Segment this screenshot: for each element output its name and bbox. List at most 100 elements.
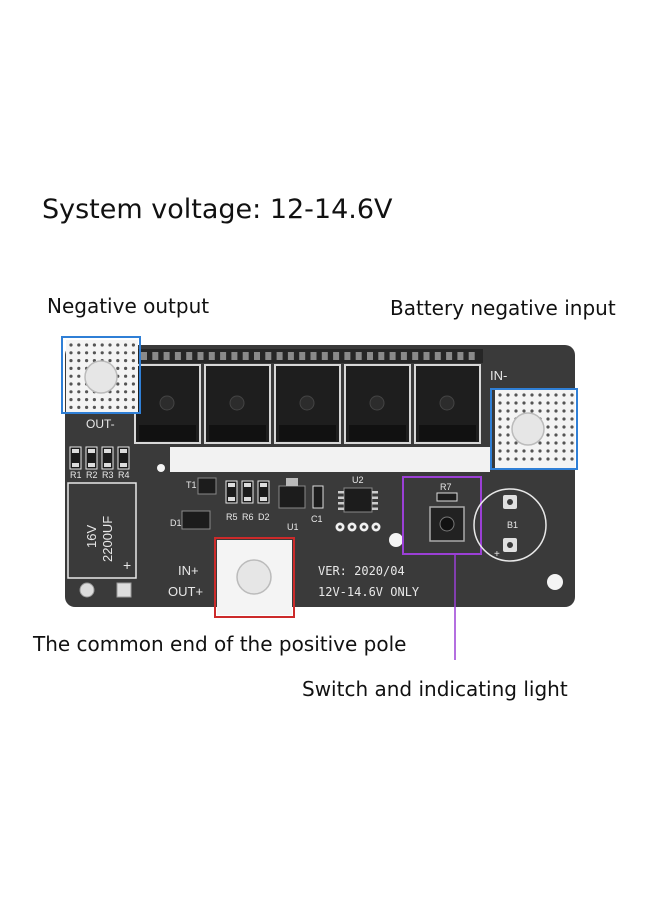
chip-leg [372, 502, 378, 505]
header-pin [163, 352, 170, 360]
capacitor-pad-square [116, 582, 132, 598]
header-pin [434, 352, 441, 360]
via-dot [498, 441, 502, 445]
battery-negative-bolt [511, 412, 545, 446]
header-pin [208, 352, 215, 360]
via-dot [498, 409, 502, 413]
via-dot [506, 441, 510, 445]
via-dot [546, 449, 550, 453]
via-dot [498, 425, 502, 429]
via-dot [554, 409, 558, 413]
mosfet-mark [159, 395, 175, 411]
via-dot [506, 425, 510, 429]
via-dot [131, 398, 135, 402]
via-dot [562, 433, 566, 437]
r3-silk: R3 [102, 470, 114, 480]
via-dot [85, 405, 89, 409]
via-dot [506, 457, 510, 461]
via-dot [562, 393, 566, 397]
via-dot [498, 433, 502, 437]
mosfet-mark [299, 395, 315, 411]
via-dot [554, 449, 558, 453]
u2-chip [343, 487, 373, 513]
header-pin [152, 352, 159, 360]
smd-resistor [101, 446, 114, 470]
smd-contact [72, 449, 79, 453]
via-dot [530, 393, 534, 397]
via-dot [69, 405, 73, 409]
negative-output-label: Negative output [47, 294, 210, 318]
resistor-group-r1-r4 [69, 446, 130, 470]
mounting-hole-right [547, 574, 563, 590]
smd-contact [228, 483, 235, 487]
via-dot [77, 398, 81, 402]
via-dot [570, 441, 574, 445]
common-positive-label: The common end of the positive pole [33, 632, 407, 656]
via-dot [514, 409, 518, 413]
via-dot [100, 405, 104, 409]
header-pin [344, 352, 351, 360]
voltage-silk: 12V-14.6V ONLY [318, 585, 420, 599]
mosfet-tab [139, 425, 196, 441]
u1-silk: U1 [287, 522, 299, 532]
via-dot [546, 417, 550, 421]
header-pin [355, 352, 362, 360]
indicator-led [389, 533, 403, 547]
via-dot [570, 433, 574, 437]
r4-silk: R4 [118, 470, 130, 480]
smd-contact [244, 483, 251, 487]
via-dot [85, 390, 89, 394]
via-dot [69, 398, 73, 402]
smd-resistor [69, 446, 82, 470]
r2-silk: R2 [86, 470, 98, 480]
mosfet-mark [369, 395, 385, 411]
push-switch-button [439, 516, 455, 532]
via-dot [522, 449, 526, 453]
r5-silk: R5 [226, 512, 238, 522]
smd-resistor [117, 446, 130, 470]
positive-common-box [214, 537, 295, 618]
via-dot [77, 359, 81, 363]
via-dot [498, 393, 502, 397]
via-dot [124, 359, 128, 363]
via-dot [77, 374, 81, 378]
header-pin [378, 352, 385, 360]
via-dot [506, 433, 510, 437]
header-pin [423, 352, 430, 360]
via-dot [92, 351, 96, 355]
via-dot [116, 382, 120, 386]
mosfet-tab [349, 425, 406, 441]
system-voltage-title: System voltage: 12-14.6V [42, 194, 393, 225]
header-pin [174, 352, 181, 360]
silk-strip [170, 447, 490, 472]
d1-component [181, 510, 211, 530]
mosfet-tab [209, 425, 266, 441]
via-dot [100, 351, 104, 355]
mosfet-tab [279, 425, 336, 441]
via-dot [522, 409, 526, 413]
via-dot [124, 390, 128, 394]
via-dot [131, 374, 135, 378]
smd-resistor [257, 480, 270, 504]
chip-leg [338, 496, 344, 499]
mosfet-row [134, 364, 481, 444]
header-pin [446, 352, 453, 360]
push-switch [429, 506, 465, 542]
battery-negative-input-label: Battery negative input [390, 296, 616, 320]
via-dot [506, 393, 510, 397]
b1-plus-silk: + [494, 549, 500, 560]
via-dot [538, 457, 542, 461]
smd-contact [88, 463, 95, 467]
battery-negative-box [490, 388, 578, 470]
b1-pad-top-hole [507, 499, 513, 505]
via-dot [116, 351, 120, 355]
via-dot [131, 359, 135, 363]
via-dot [85, 343, 89, 347]
via-dot [522, 401, 526, 405]
negative-output-bolt [84, 360, 118, 394]
via-dot [570, 393, 574, 397]
via-dot [554, 441, 558, 445]
switch-light-label: Switch and indicating light [302, 677, 568, 701]
header-pin [141, 352, 147, 360]
